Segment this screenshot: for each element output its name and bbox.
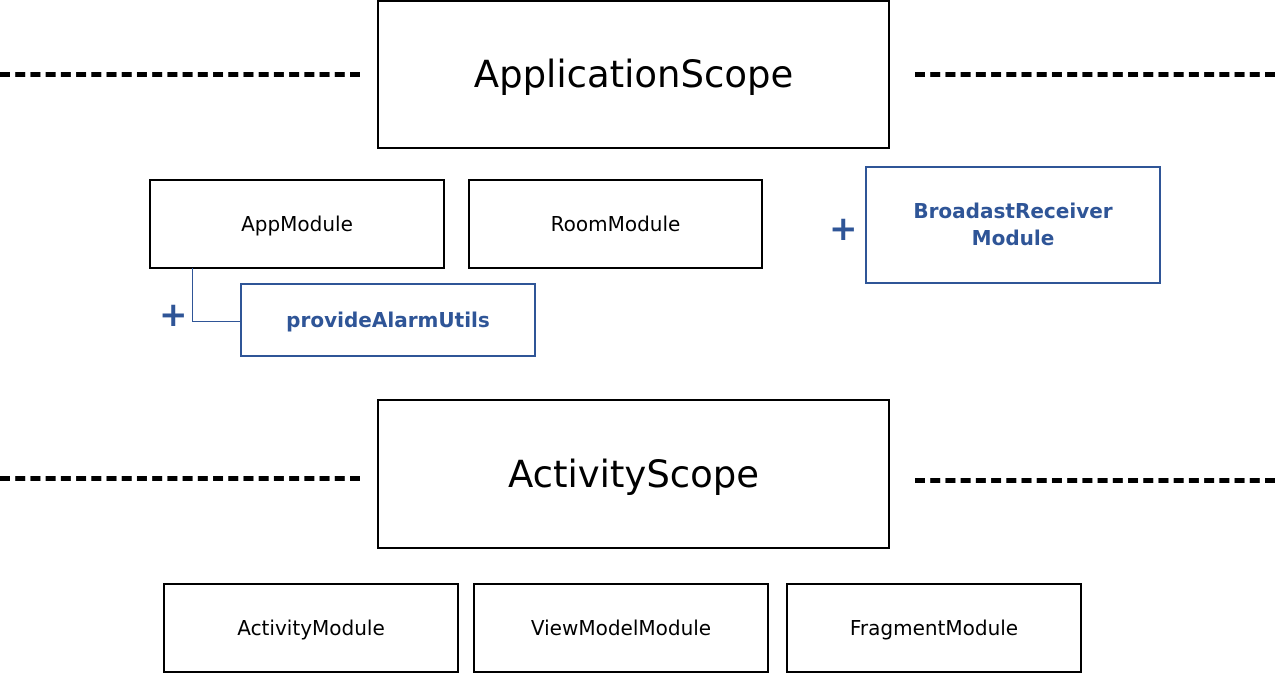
fragment-module-label: FragmentModule <box>849 616 1019 640</box>
plus-sign-provider: + <box>159 295 188 335</box>
activity-scope-title: ActivityScope <box>507 452 760 496</box>
viewmodel-module-box: ViewModelModule <box>473 583 769 673</box>
scope-divider-right-bottom <box>915 478 1275 483</box>
application-scope-box: ApplicationScope <box>377 0 890 149</box>
scope-divider-right-top <box>915 72 1275 77</box>
room-module-label: RoomModule <box>550 212 681 236</box>
provide-alarm-utils-label: provideAlarmUtils <box>286 307 490 332</box>
scope-divider-left-top <box>0 72 360 77</box>
activity-scope-box: ActivityScope <box>377 399 890 549</box>
broadcast-receiver-module-label-line2: Module <box>971 226 1055 250</box>
application-scope-title: ApplicationScope <box>473 53 794 96</box>
scope-divider-left-bottom <box>0 476 360 481</box>
provide-alarm-utils-box: provideAlarmUtils <box>240 283 536 357</box>
fragment-module-box: FragmentModule <box>786 583 1082 673</box>
plus-sign-broadcast: + <box>829 209 858 249</box>
activity-module-box: ActivityModule <box>163 583 459 673</box>
app-module-connector <box>192 268 242 322</box>
app-module-box: AppModule <box>149 179 445 269</box>
broadcast-receiver-module-box: BroadastReceiver Module <box>865 166 1161 284</box>
app-module-label: AppModule <box>241 212 353 236</box>
activity-module-label: ActivityModule <box>237 616 385 640</box>
broadcast-receiver-module-label-line1: BroadastReceiver <box>913 199 1113 223</box>
viewmodel-module-label: ViewModelModule <box>530 616 712 640</box>
room-module-box: RoomModule <box>468 179 763 269</box>
